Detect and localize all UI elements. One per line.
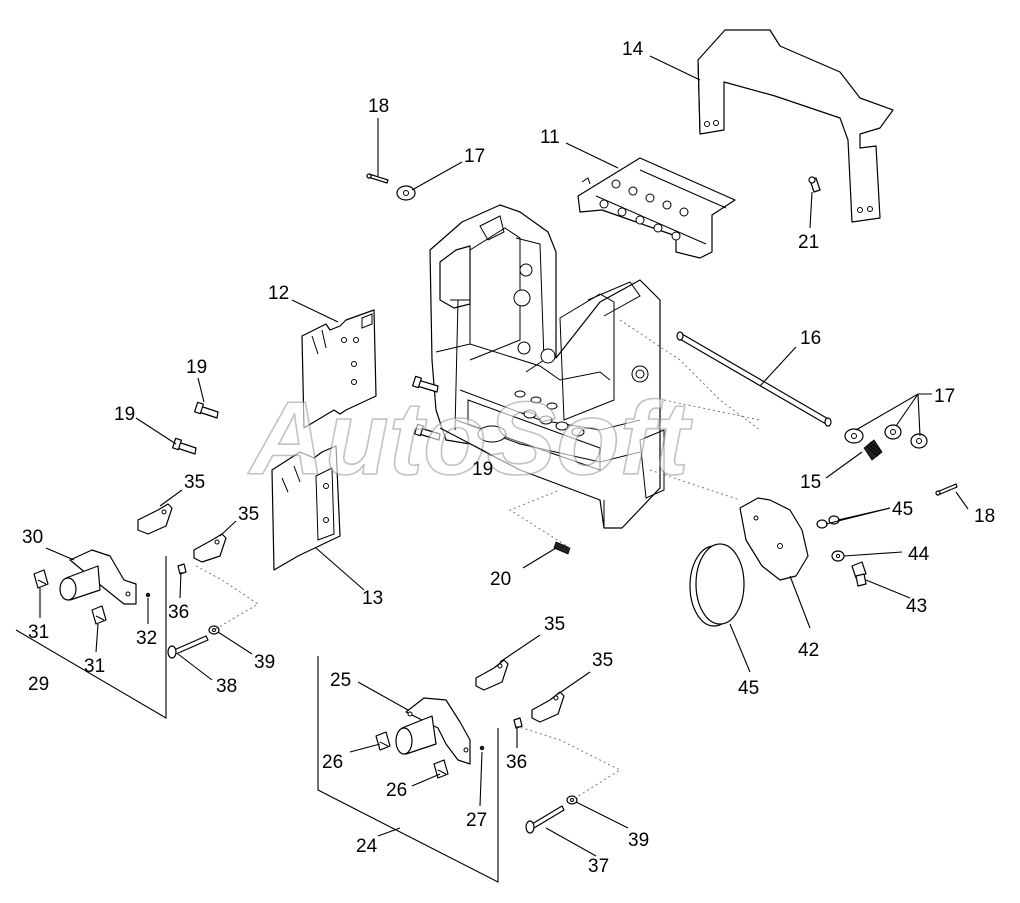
callout-19: 19 xyxy=(114,404,135,425)
callout-11: 11 xyxy=(540,127,560,148)
callouts: 14 18 17 11 21 12 16 17 19 19 19 15 18 3… xyxy=(22,39,995,877)
callout-27: 27 xyxy=(466,810,487,831)
part-31-clip-a xyxy=(33,569,49,589)
part-39-washer-b xyxy=(566,795,578,805)
part-43-bolt xyxy=(851,561,867,587)
callout-35: 35 xyxy=(238,504,259,525)
part-19-bolt-b xyxy=(172,437,197,455)
main-frame xyxy=(429,204,761,529)
part-35-bracket-a xyxy=(137,503,173,535)
callout-17: 17 xyxy=(464,146,485,167)
callout-35: 35 xyxy=(184,472,205,493)
callout-44: 44 xyxy=(908,544,930,565)
callout-39: 39 xyxy=(628,830,649,851)
part-30-bearing xyxy=(59,549,137,605)
callout-37: 37 xyxy=(588,856,609,877)
callout-32: 32 xyxy=(136,628,157,649)
part-35-bracket-c xyxy=(475,659,509,691)
part-15-spring xyxy=(863,439,883,461)
callout-26: 26 xyxy=(322,752,343,773)
callout-13: 13 xyxy=(362,588,383,609)
callout-18: 18 xyxy=(368,96,389,117)
group-29-bracket xyxy=(15,556,167,719)
callout-36: 36 xyxy=(506,752,527,773)
callout-12: 12 xyxy=(268,283,289,304)
callout-45: 45 xyxy=(892,499,913,520)
callout-26: 26 xyxy=(386,780,407,801)
part-44-washer xyxy=(831,550,845,562)
part-36-screw-a xyxy=(177,563,187,575)
callout-14: 14 xyxy=(622,39,644,60)
callout-21: 21 xyxy=(798,232,819,253)
part-14-bracket xyxy=(697,29,894,223)
watermark: AutoSoft xyxy=(247,381,693,497)
part-20-stud xyxy=(553,541,571,555)
callout-35: 35 xyxy=(592,650,613,671)
callout-25: 25 xyxy=(330,670,351,691)
callout-20: 20 xyxy=(490,569,511,590)
part-12-plate xyxy=(301,309,377,429)
part-35-bracket-d xyxy=(531,691,565,723)
part-21-screw xyxy=(808,176,821,193)
callout-38: 38 xyxy=(216,676,237,697)
callout-45: 45 xyxy=(738,678,759,699)
part-17-washers xyxy=(844,424,928,449)
part-35-bracket-b xyxy=(193,533,227,563)
group-24-bracket xyxy=(317,656,499,883)
callout-29: 29 xyxy=(28,674,49,695)
part-31-clip-b xyxy=(91,605,107,625)
part-27-pin xyxy=(479,745,485,751)
part-13-plate xyxy=(271,445,341,571)
part-26-clip-a xyxy=(375,731,391,751)
part-38-bolt xyxy=(167,635,209,659)
part-45-disc xyxy=(689,543,745,627)
callout-35: 35 xyxy=(544,614,565,635)
part-18-pin-top xyxy=(366,173,389,184)
callout-31: 31 xyxy=(84,656,105,677)
part-37-bolt xyxy=(525,805,565,834)
callout-17: 17 xyxy=(934,386,955,407)
part-36-screw-b xyxy=(513,717,523,729)
part-11-plate xyxy=(577,157,736,259)
callout-15: 15 xyxy=(800,472,821,493)
callout-24: 24 xyxy=(356,836,378,857)
part-16-shaft xyxy=(676,331,832,427)
callout-19: 19 xyxy=(472,459,493,480)
assembly-dotted-lines xyxy=(195,489,622,801)
callout-18: 18 xyxy=(974,506,995,527)
callout-19: 19 xyxy=(186,357,207,378)
part-18-pin-right xyxy=(935,483,958,496)
part-17-washer-top xyxy=(396,185,416,201)
callout-16: 16 xyxy=(800,328,821,349)
part-39-washer-a xyxy=(208,625,220,635)
callout-30: 30 xyxy=(22,527,43,548)
leader-lines xyxy=(39,55,969,857)
part-25-bearing xyxy=(395,697,471,765)
callout-42: 42 xyxy=(798,640,819,661)
callout-36: 36 xyxy=(168,602,189,623)
part-19-bolt-a xyxy=(194,401,219,419)
part-19-bolt-c xyxy=(412,375,439,393)
callout-39: 39 xyxy=(254,652,275,673)
callout-43: 43 xyxy=(906,596,927,617)
part-19-bolt-d xyxy=(414,423,441,441)
part-42-cover xyxy=(739,497,809,581)
part-32-pin xyxy=(145,592,151,598)
part-26-clip-b xyxy=(433,759,449,779)
callout-31: 31 xyxy=(28,622,49,643)
